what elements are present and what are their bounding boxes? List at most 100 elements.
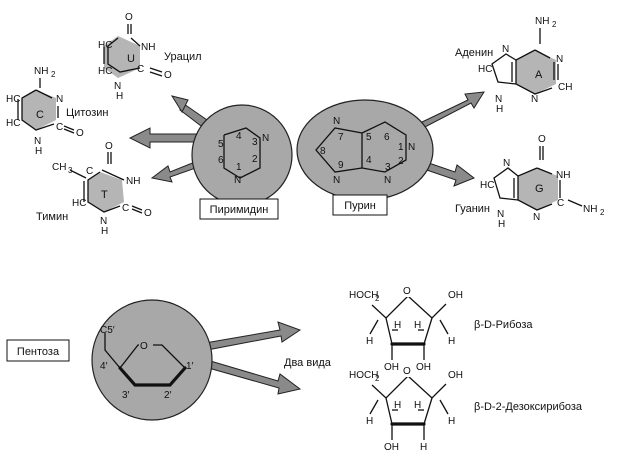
pentose-label: Пентоза	[17, 346, 60, 358]
deoxyribose-oh1: OH	[448, 370, 463, 381]
arrow-to-ribose	[204, 321, 302, 351]
ribose-hoch2: HOCH	[349, 290, 378, 301]
pyrimidine-n1: N	[234, 175, 241, 186]
adenine-hc8: HC	[478, 64, 492, 75]
pentose-c1: 1′	[186, 361, 194, 372]
uracil-n1: N	[114, 81, 121, 92]
deoxyribose-h1: H	[448, 416, 455, 427]
guanine-nh1: NH	[556, 170, 570, 181]
pentose-c5-bond	[104, 333, 121, 369]
arrow-to-cytosine	[128, 127, 201, 149]
pyrimidine-label-box: Пиримидин	[199, 198, 279, 220]
deoxyribose-name: β-D-2-Дезоксирибоза	[474, 401, 583, 413]
thymine-o4: O	[105, 141, 113, 152]
pentose-o: O	[140, 341, 148, 352]
adenine-n9: N	[495, 94, 502, 105]
thymine-c5: C	[86, 166, 93, 177]
ribose-o: O	[403, 286, 411, 297]
pyr-num-6: 6	[218, 155, 224, 166]
pentose-label-box: Пентоза	[6, 339, 70, 362]
cytosine-nh2: NH	[34, 66, 48, 77]
ribose-structure: O HOCH 2 OH H H H H OH OH β-D-Рибоза	[349, 283, 533, 373]
uracil-structure: O NH HC HC C O N H U Урацил	[98, 12, 202, 102]
deoxyribose-o: O	[403, 366, 411, 377]
pyrimidine-core: N N 4 3 5 6 2 1	[191, 104, 293, 206]
ribose-h2: H	[414, 320, 421, 331]
guanine-n3: N	[533, 212, 540, 223]
cytosine-name: Цитозин	[66, 107, 108, 119]
thymine-hc6: HC	[72, 198, 86, 209]
ribose-oh1: OH	[448, 290, 463, 301]
cytosine-n1: N	[34, 136, 41, 147]
pyr-num-2: 2	[252, 154, 258, 165]
ribose-name: β-D-Рибоза	[474, 319, 533, 331]
thymine-nh3: NH	[126, 176, 140, 187]
purine-n1: N	[408, 142, 415, 153]
pentose-c4: 4′	[100, 361, 108, 372]
guanine-n7: N	[503, 158, 510, 169]
cytosine-nh2-sub: 2	[51, 70, 56, 79]
arrows	[128, 91, 485, 395]
ribose-h1: H	[448, 336, 455, 347]
guanine-structure: O N NH HC C NH 2 N N H G Гуанин	[455, 134, 605, 230]
pur-num-6: 6	[384, 132, 390, 143]
deoxyribose-structure: O HOCH 2 OH H H H H OH H β-D-2-Дезоксири…	[349, 363, 583, 453]
uracil-name: Урацил	[164, 51, 202, 63]
uracil-o2: O	[164, 70, 172, 81]
purine-pyrimidine	[361, 121, 407, 173]
adenine-letter: A	[535, 69, 543, 81]
uracil-nh3: NH	[141, 42, 155, 53]
pur-num-2: 2	[398, 156, 404, 167]
guanine-h9: H	[498, 219, 505, 230]
adenine-n1: N	[556, 54, 563, 65]
adenine-h9: H	[496, 104, 503, 115]
pyrimidine-n3: N	[262, 133, 269, 144]
uracil-c2: C	[137, 64, 144, 75]
deoxyribose-hoch2: HOCH	[349, 370, 378, 381]
pyrimidine-label: Пиримидин	[210, 204, 269, 216]
purine-label: Пурин	[344, 200, 376, 212]
cytosine-n3: N	[56, 94, 63, 105]
pentose-c5: C5′	[100, 325, 115, 336]
adenine-n7: N	[502, 44, 509, 55]
cytosine-structure: NH 2 N HC HC C O N H C Цитозин	[6, 66, 108, 157]
pentose-core: O C5′ 4′ 1′ 3′ 2′	[91, 299, 213, 421]
purine-imidazole	[315, 127, 363, 173]
cytosine-c2: C	[56, 122, 63, 133]
guanine-c2: C	[557, 198, 564, 209]
pur-num-1: 1	[398, 142, 404, 153]
guanine-nh2: NH	[583, 204, 597, 215]
arrow-to-deoxyribose	[204, 359, 302, 395]
deoxyribose-h2b: H	[420, 442, 427, 453]
deoxyribose-h2a: H	[414, 400, 421, 411]
pur-num-4: 4	[366, 155, 372, 166]
uracil-hc6: HC	[98, 66, 112, 77]
pentose-circle	[91, 299, 213, 421]
pyr-num-5: 5	[218, 139, 224, 150]
deoxyribose-hoch2-sub: 2	[375, 374, 380, 383]
thymine-c2: C	[122, 203, 129, 214]
adenine-name: Аденин	[455, 47, 493, 59]
ribose-h4: H	[366, 336, 373, 347]
thymine-structure: O CH 3 NH C HC C O N H T Тимин	[36, 141, 152, 237]
purine-label-box: Пурин	[332, 194, 388, 216]
pyr-num-4: 4	[236, 131, 242, 142]
adenine-n3: N	[531, 94, 538, 105]
guanine-o6: O	[538, 134, 546, 145]
thymine-h1: H	[101, 226, 108, 237]
deoxyribose-h4: H	[366, 416, 373, 427]
pentose-ring-bottom	[118, 366, 187, 387]
deoxyribose-h3: H	[394, 400, 401, 411]
cytosine-letter: C	[36, 109, 44, 121]
purine-n9: N	[333, 175, 340, 186]
adenine-nh2: NH	[535, 16, 549, 27]
pur-num-5: 5	[366, 132, 372, 143]
pur-num-9: 9	[338, 160, 344, 171]
pur-num-7: 7	[338, 132, 344, 143]
cytosine-hc6: HC	[6, 118, 20, 129]
uracil-h1: H	[116, 91, 123, 102]
thymine-ch3: CH	[52, 162, 66, 173]
ribose-oh3: OH	[384, 362, 399, 373]
